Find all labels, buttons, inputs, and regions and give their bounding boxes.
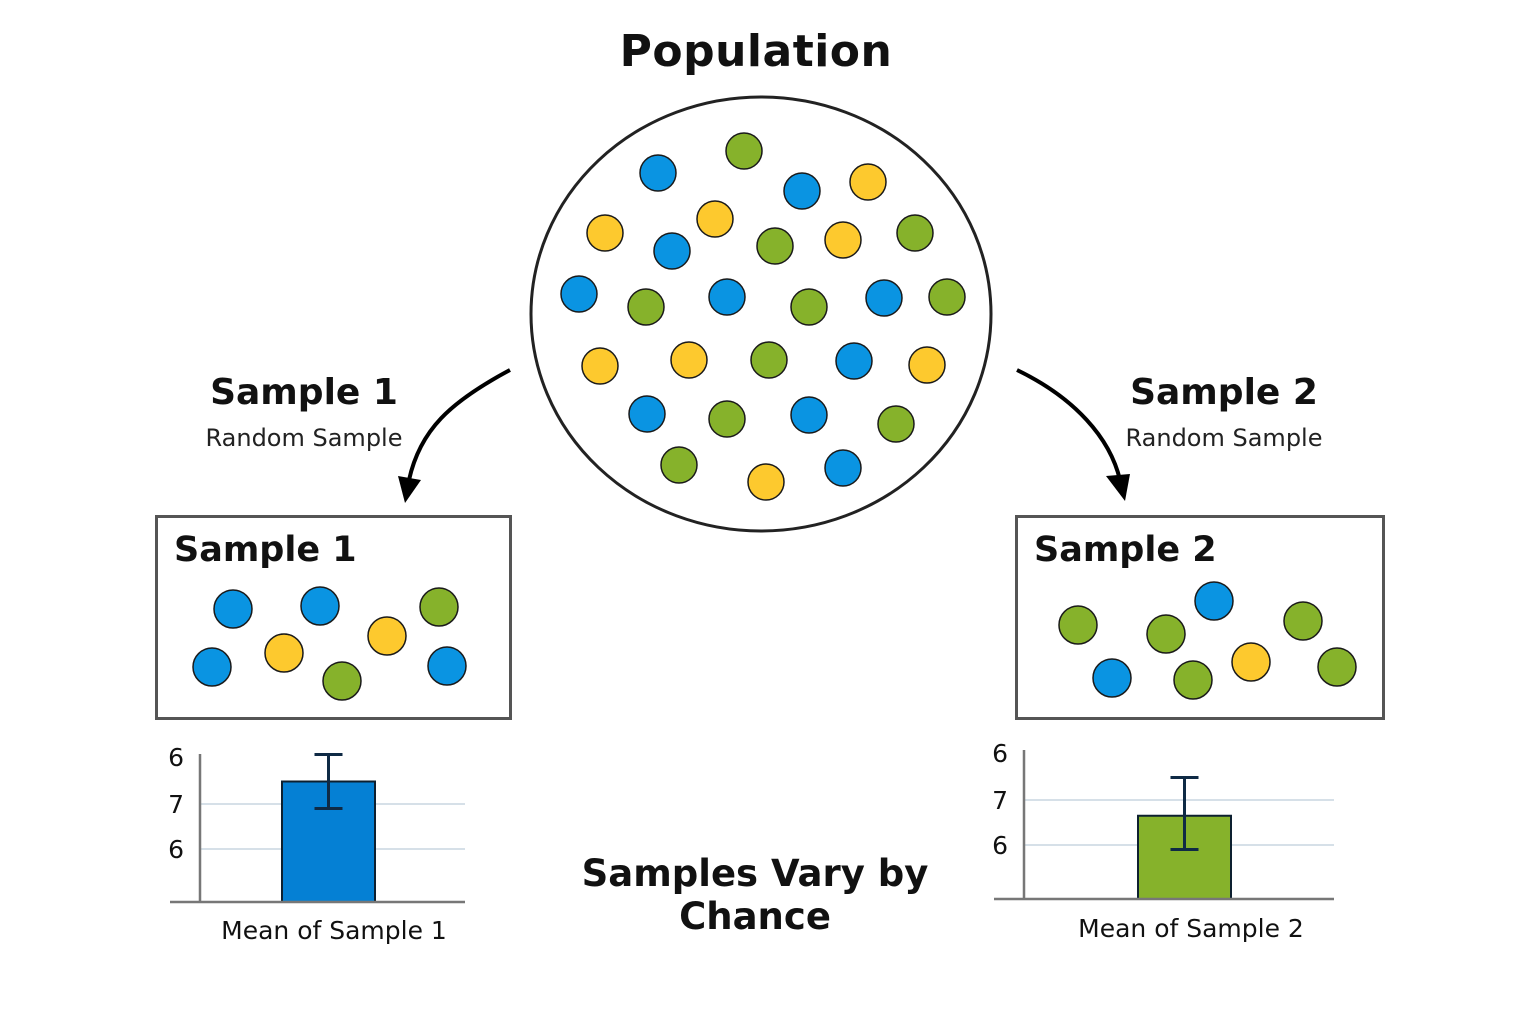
y-tick-label: 7 [168, 790, 184, 819]
arrow-to-sample-2 [1016, 368, 1130, 501]
sample-2-sublabel: Random Sample [1125, 424, 1323, 452]
chart-sample-1: 6 7 6 [168, 743, 465, 904]
blue-dot [213, 589, 253, 629]
arrowhead-icon [1106, 474, 1130, 501]
error-bar [1170, 776, 1199, 851]
yellow-dot [586, 214, 624, 252]
green-dot [896, 214, 934, 252]
blue-dot [783, 172, 821, 210]
blue-dot [708, 278, 746, 316]
green-dot [1317, 647, 1357, 687]
blue-dot [1092, 658, 1132, 698]
arrowhead-icon [398, 476, 421, 503]
y-tick-label: 6 [168, 835, 184, 864]
blue-dot [300, 586, 340, 626]
blue-dot [560, 275, 598, 313]
green-dot [322, 661, 362, 701]
sample-1-label: Sample 1 [210, 372, 398, 413]
green-dot [660, 446, 698, 484]
blue-dot [865, 279, 903, 317]
blue-dot [639, 154, 677, 192]
yellow-dot [670, 341, 708, 379]
blue-dot [427, 646, 467, 686]
blue-dot [835, 342, 873, 380]
green-dot [1146, 614, 1186, 654]
green-dot [790, 288, 828, 326]
footer-caption: Samples Vary by Chance [581, 852, 929, 938]
y-tick-label: 6 [168, 743, 184, 772]
blue-dot [653, 232, 691, 270]
sample-1-box-title: Sample 1 [174, 530, 357, 570]
population-dots [560, 132, 966, 501]
blue-dot [628, 395, 666, 433]
y-tick-label: 7 [992, 786, 1008, 815]
sample-2-box-title: Sample 2 [1034, 530, 1217, 570]
yellow-dot [849, 163, 887, 201]
yellow-dot [824, 221, 862, 259]
blue-dot [790, 396, 828, 434]
yellow-dot [696, 200, 734, 238]
green-dot [928, 278, 966, 316]
green-dot [1058, 605, 1098, 645]
yellow-dot [747, 463, 785, 501]
green-dot [1173, 660, 1213, 700]
green-dot [419, 587, 459, 627]
green-dot [1283, 601, 1323, 641]
blue-dot [824, 449, 862, 487]
green-dot [708, 400, 746, 438]
blue-dot [192, 647, 232, 687]
error-bar [314, 753, 343, 810]
green-dot [725, 132, 763, 170]
yellow-dot [908, 346, 946, 384]
chart-2-xlabel: Mean of Sample 2 [1078, 914, 1304, 943]
green-dot [750, 341, 788, 379]
page-title: Population [619, 26, 893, 77]
chart-sample-2: 6 7 6 [992, 739, 1334, 901]
arrow-to-sample-1 [398, 368, 511, 503]
blue-dot [1194, 581, 1234, 621]
yellow-dot [367, 616, 407, 656]
chart-1-xlabel: Mean of Sample 1 [221, 916, 447, 945]
sample-1-dots [192, 586, 467, 701]
sample-1-sublabel: Random Sample [205, 424, 403, 452]
sample-2-label: Sample 2 [1130, 372, 1318, 413]
yellow-dot [1231, 642, 1271, 682]
y-tick-label: 6 [992, 739, 1008, 768]
yellow-dot [264, 633, 304, 673]
sample-2-dots [1058, 581, 1357, 700]
green-dot [627, 288, 665, 326]
green-dot [877, 405, 915, 443]
green-dot [756, 227, 794, 265]
y-tick-label: 6 [992, 831, 1008, 860]
yellow-dot [581, 347, 619, 385]
